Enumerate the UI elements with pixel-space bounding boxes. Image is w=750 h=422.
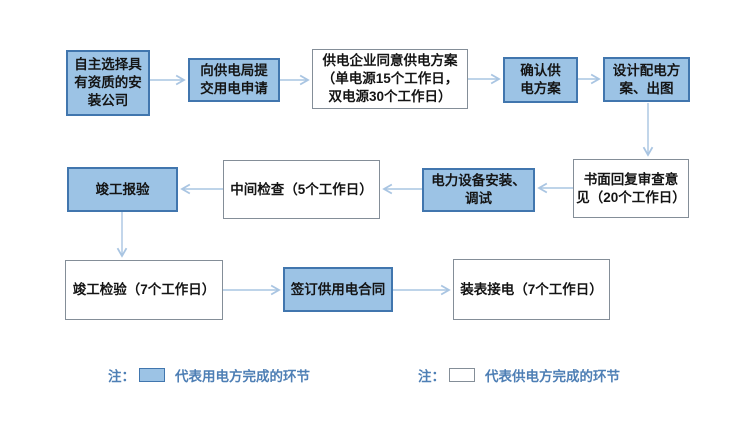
flow-box-confirm-plan: 确认供 电方案: [503, 57, 578, 103]
flow-box-design-distribution: 设计配电方 案、出图: [603, 57, 690, 102]
flow-box-equipment-install: 电力设备安装、 调试: [422, 168, 535, 212]
legend-consumer-prefix: 注：: [108, 369, 135, 384]
flow-box-completion-report: 竣工报验: [67, 167, 178, 212]
legend-utility-prefix: 注：: [418, 369, 445, 384]
flow-box-submit-application: 向供电局提 交用电申请: [188, 58, 280, 102]
legend-consumer-swatch: [139, 368, 165, 382]
legend-utility-text: 代表供电方完成的环节: [485, 369, 620, 384]
legend-consumer: 注： 代表用电方完成的环节: [108, 367, 310, 384]
flow-box-written-review-reply: 书面回复审查意 见（20个工作日）: [573, 159, 689, 218]
legend-utility: 注： 代表供电方完成的环节: [418, 367, 620, 384]
flow-box-meter-connect: 装表接电（7个工作日）: [453, 259, 610, 320]
legend-consumer-text: 代表用电方完成的环节: [175, 369, 310, 384]
flow-box-completion-inspection: 竣工检验（7个工作日）: [65, 260, 223, 320]
flow-box-interim-inspection: 中间检查（5个工作日）: [223, 160, 380, 219]
flow-box-utility-approve-plan: 供电企业同意供电方案 （单电源15个工作日， 双电源30个工作日）: [312, 49, 468, 109]
flow-box-sign-supply-contract: 签订供用电合同: [283, 267, 393, 312]
legend-utility-swatch: [449, 368, 475, 382]
flow-box-select-installer: 自主选择具 有资质的安 装公司: [66, 50, 150, 116]
